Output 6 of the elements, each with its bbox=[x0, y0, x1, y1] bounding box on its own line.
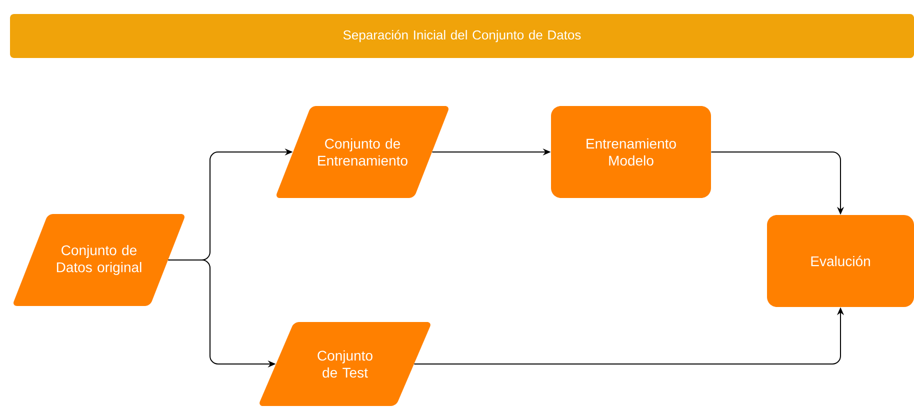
process-box: Evalución bbox=[767, 215, 914, 307]
data-parallelogram: Conjunto de Datos original bbox=[14, 214, 184, 306]
title-banner: Separación Inicial del Conjunto de Datos bbox=[10, 14, 914, 58]
data-parallelogram: Conjunto de Entrenamiento bbox=[276, 106, 448, 198]
process-box: Entrenamiento Modelo bbox=[551, 106, 711, 198]
data-parallelogram: Conjunto de Test bbox=[260, 322, 430, 406]
